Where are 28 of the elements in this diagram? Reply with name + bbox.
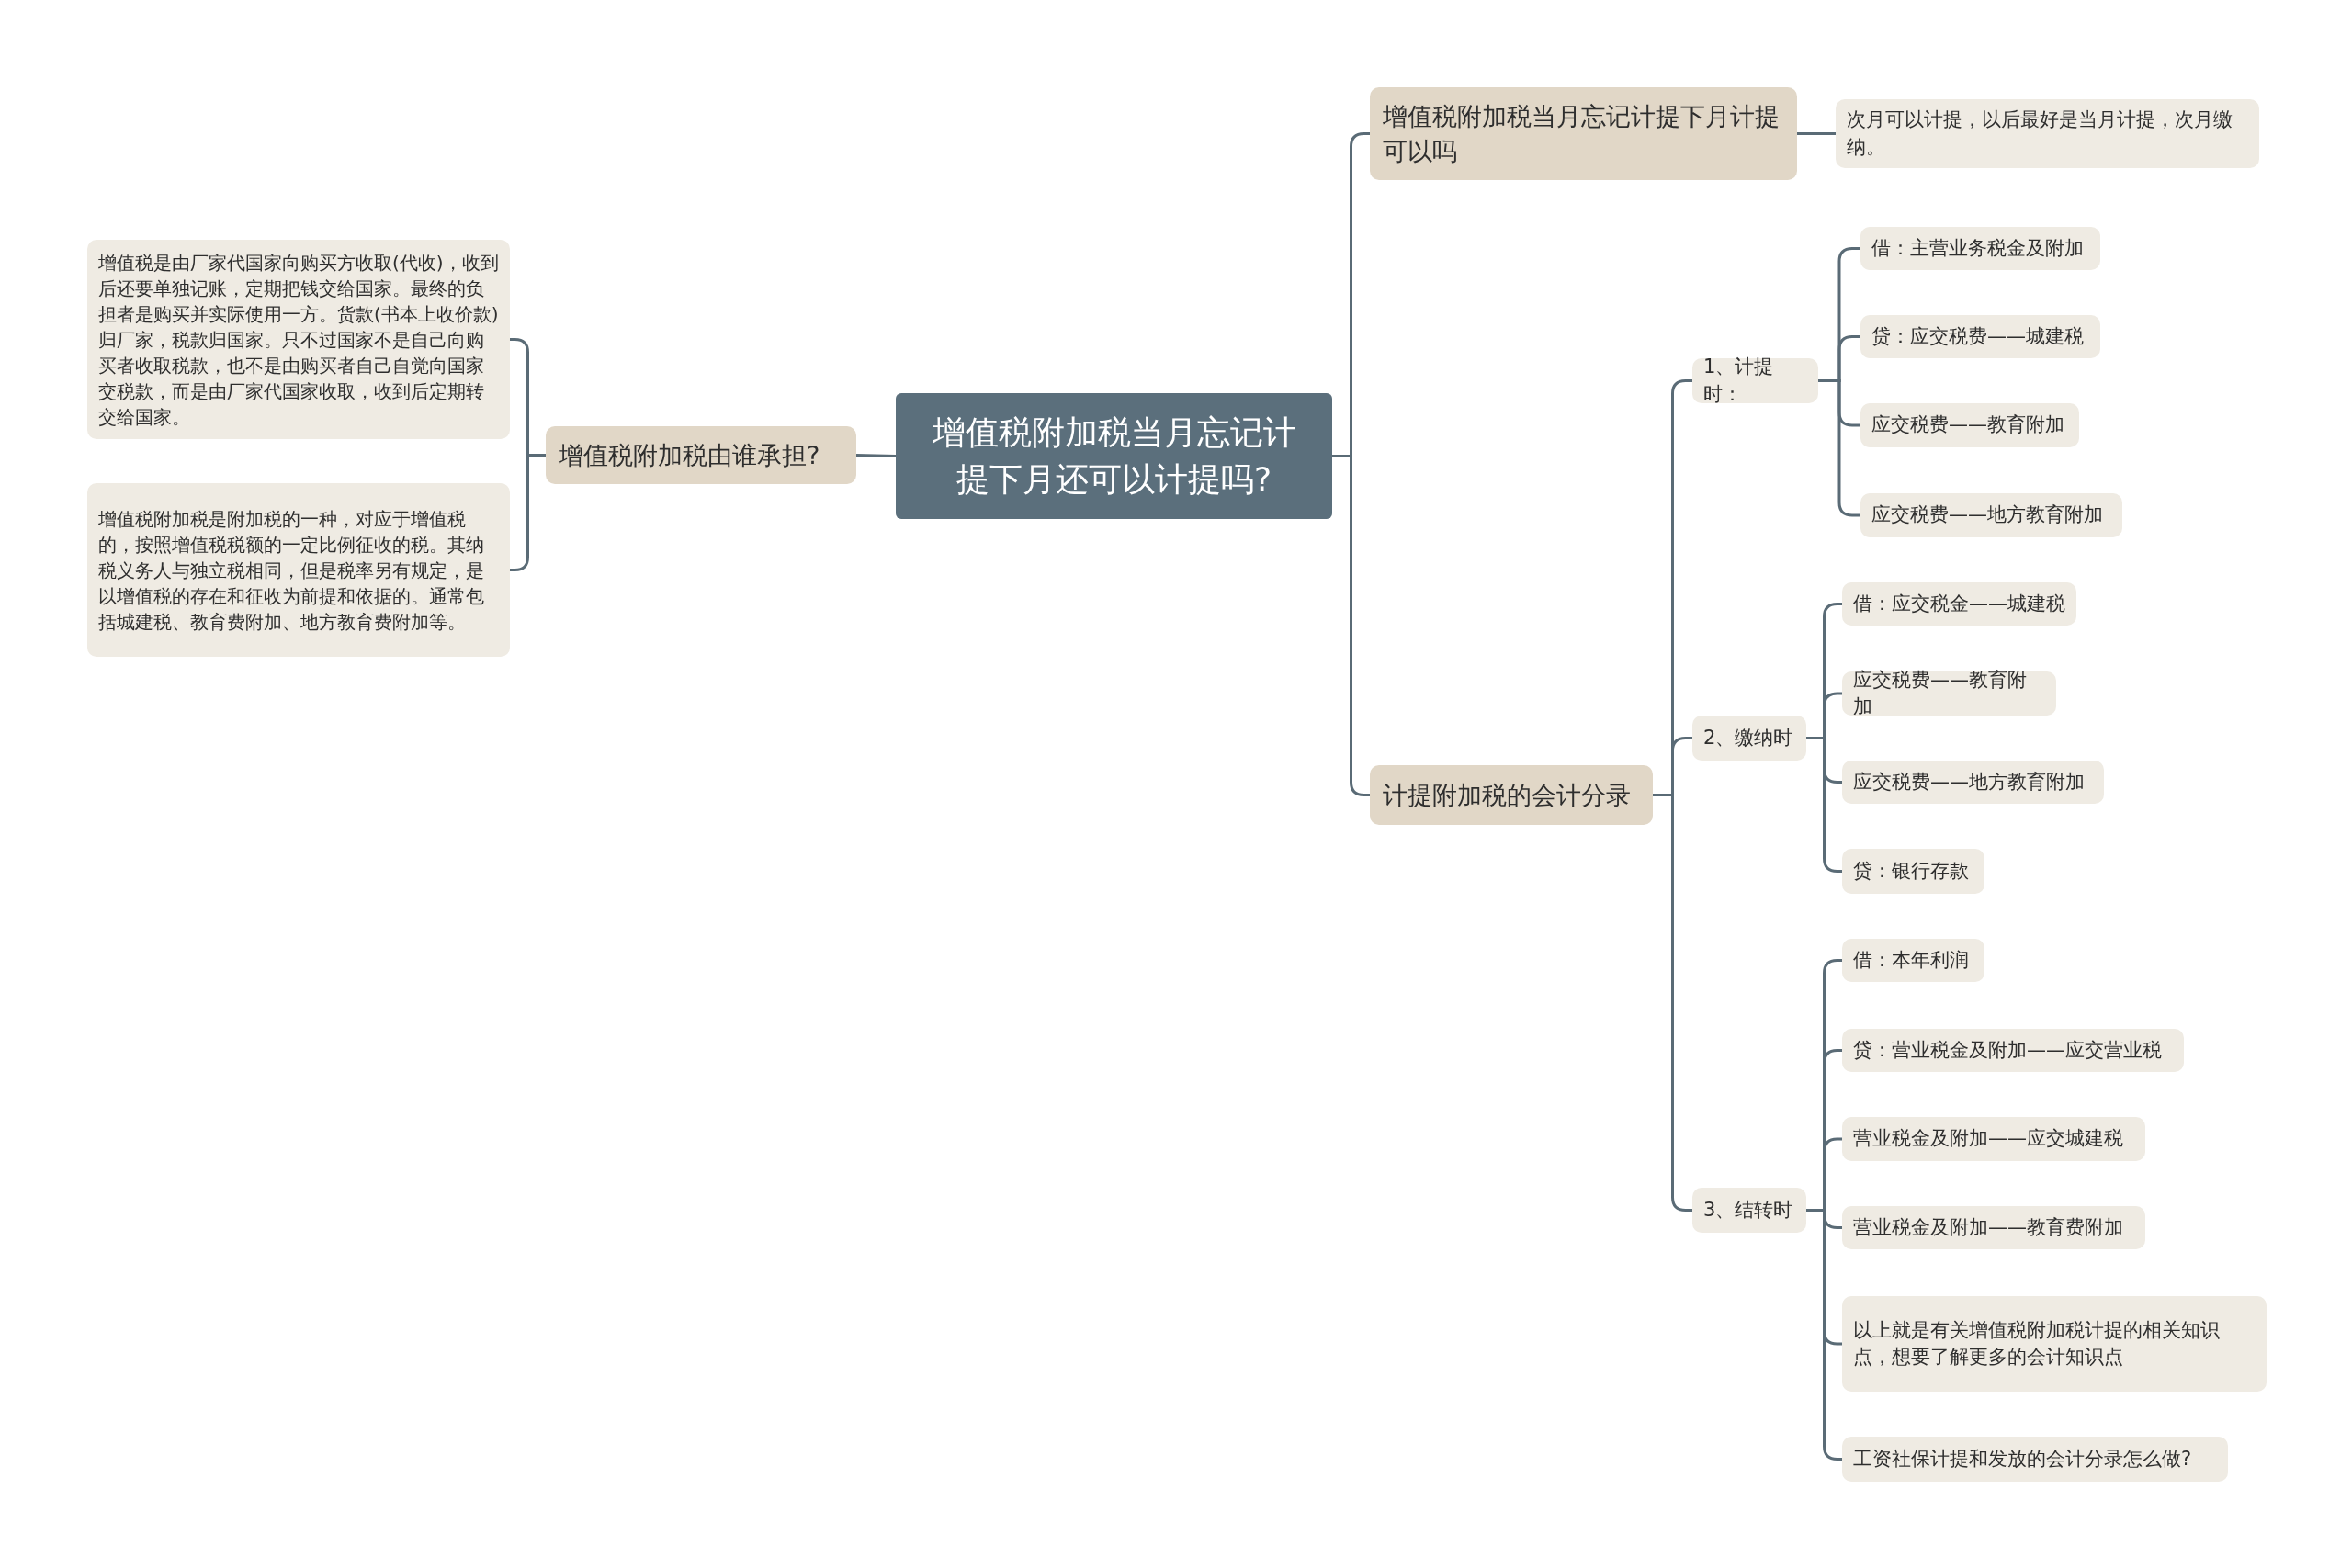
note-box: 贷：营业税金及附加——应交营业税 [1842,1029,2184,1072]
connector-line [1332,455,1370,796]
note-box: 增值税是由厂家代国家向购买方收取(代收)，收到后还要单独记账，定期把钱交给国家。最终的负担者是购买并实际使用一方。货款(书本上收价款)归厂家，税款归国家。只不过国家不是自己向购买者收取税款，也不是由购买者自己自觉向国家交税款，而是由厂家代国家收取，收到后定期转交给国家。 [87,240,510,439]
note-box: 借：本年利润 [1842,939,1984,982]
topic-box: 增值税附加税由谁承担? [546,426,856,484]
note-box: 工资社保计提和发放的会计分录怎么做? [1842,1437,2228,1482]
central-topic: 增值税附加税当月忘记计提下月还可以计提吗? [896,393,1332,519]
note-box: 1、计提时： [1692,358,1818,403]
connector-line [855,454,897,457]
note-box: 贷：银行存款 [1842,849,1984,894]
note-box: 营业税金及附加——应交城建税 [1842,1117,2145,1161]
note-box: 2、缴纳时 [1692,716,1806,761]
note-box: 借：应交税金——城建税 [1842,582,2076,626]
note-box: 应交税费——教育附加 [1842,671,2056,716]
note-box: 营业税金及附加——教育费附加 [1842,1206,2145,1249]
connector-line [1653,794,1692,1212]
connector-line [1797,132,1836,135]
note-box: 贷：应交税费——城建税 [1860,315,2100,358]
note-box: 3、结转时 [1692,1188,1806,1233]
note-box: 应交税费——教育附加 [1860,403,2079,447]
note-box: 以上就是有关增值税附加税计提的相关知识点，想要了解更多的会计知识点 [1842,1296,2267,1392]
note-box: 次月可以计提，以后最好是当月计提，次月缴纳。 [1836,99,2259,168]
note-box: 应交税费——地方教育附加 [1860,493,2122,537]
note-box: 借：主营业务税金及附加 [1860,227,2100,270]
note-box: 应交税费——地方教育附加 [1842,761,2104,804]
topic-box: 增值税附加税当月忘记计提下月计提可以吗 [1370,87,1797,180]
topic-box: 计提附加税的会计分录 [1370,765,1653,825]
note-box: 增值税附加税是附加税的一种，对应于增值税的，按照增值税税额的一定比例征收的税。其纳税义务人与独立税相同，但是税率另有规定，是以增值税的存在和征收为前提和依据的。通常包括城建税、教育费附加、地方教育费附加等。 [87,483,510,657]
